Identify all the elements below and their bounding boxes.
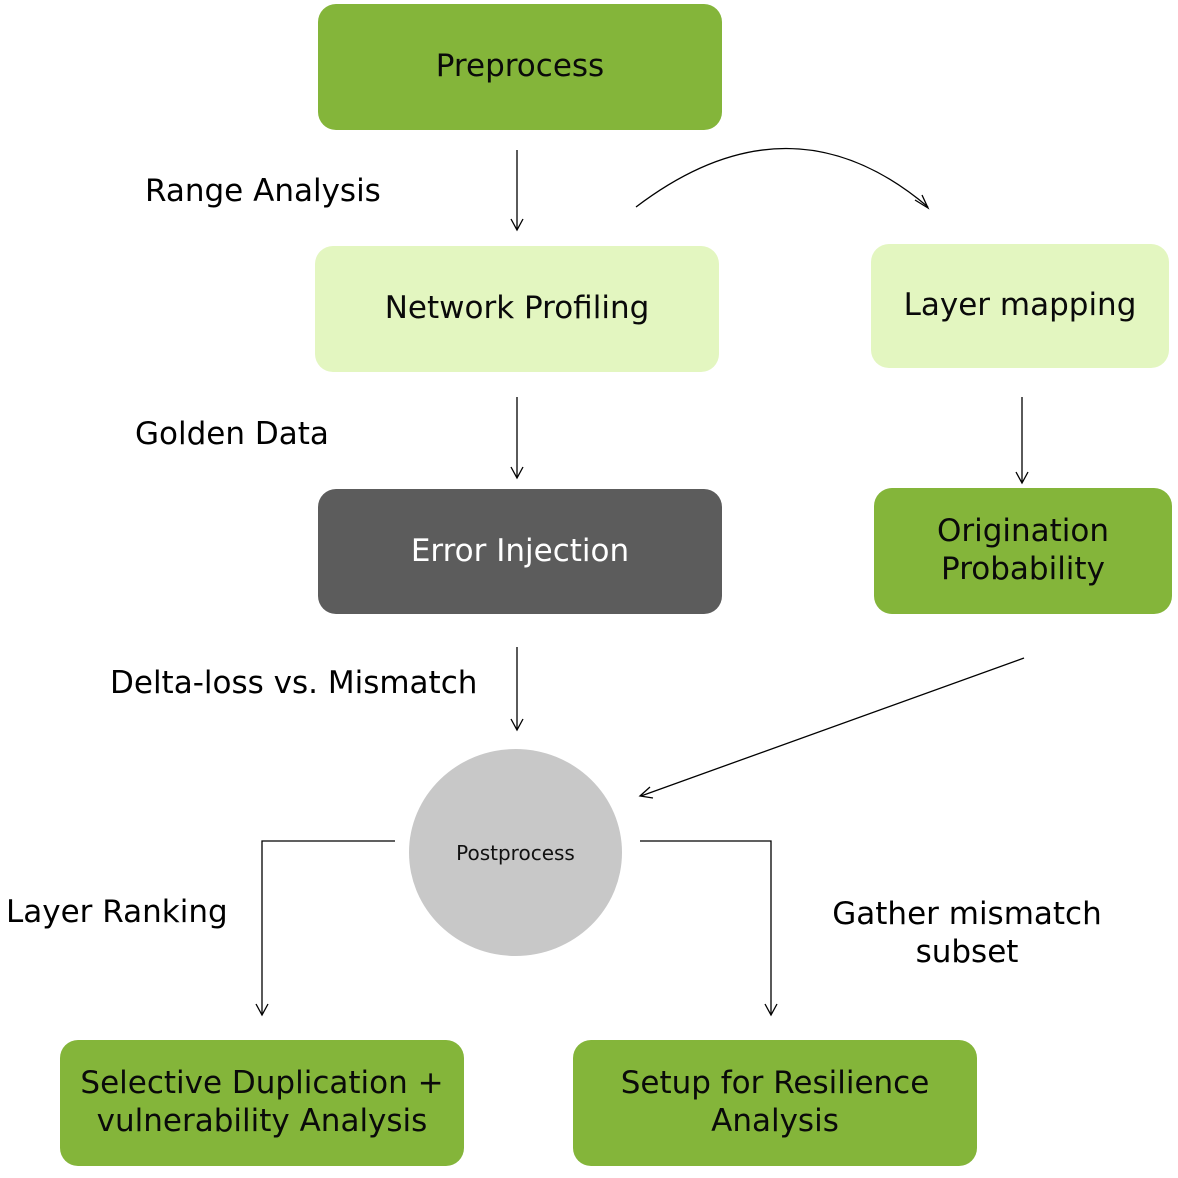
setup-resilience-node: Setup for Resilience Analysis [573, 1040, 977, 1166]
gather-mismatch-label: Gather mismatch subset [832, 896, 1102, 970]
arrow-postprocess-to-setup-resilience [640, 840, 778, 1017]
postprocess-node: Postprocess [409, 749, 622, 956]
arrow-preprocess-to-network-profiling [510, 150, 524, 232]
range-analysis-label: Range Analysis [145, 173, 381, 209]
arrow-network-profiling-to-error-injection [510, 397, 524, 480]
arrow-curve-to-layer-mapping [635, 148, 930, 210]
arrow-postprocess-to-selective-duplication [255, 840, 395, 1017]
origination-probability-node: Origination Probability [874, 488, 1172, 614]
arrow-origination-to-postprocess [638, 657, 1025, 799]
arrow-layer-mapping-to-origination-probability [1015, 397, 1029, 485]
arrow-error-injection-to-postprocess [510, 647, 524, 732]
golden-data-label: Golden Data [135, 416, 329, 452]
network-profiling-node: Network Profiling [315, 246, 719, 372]
error-injection-node: Error Injection [318, 489, 722, 614]
preprocess-node: Preprocess [318, 4, 722, 130]
delta-loss-label: Delta-loss vs. Mismatch [110, 665, 478, 701]
layer-ranking-label: Layer Ranking [6, 894, 228, 930]
layer-mapping-node: Layer mapping [871, 244, 1169, 368]
selective-duplication-node: Selective Duplication + vulnerability An… [60, 1040, 464, 1166]
